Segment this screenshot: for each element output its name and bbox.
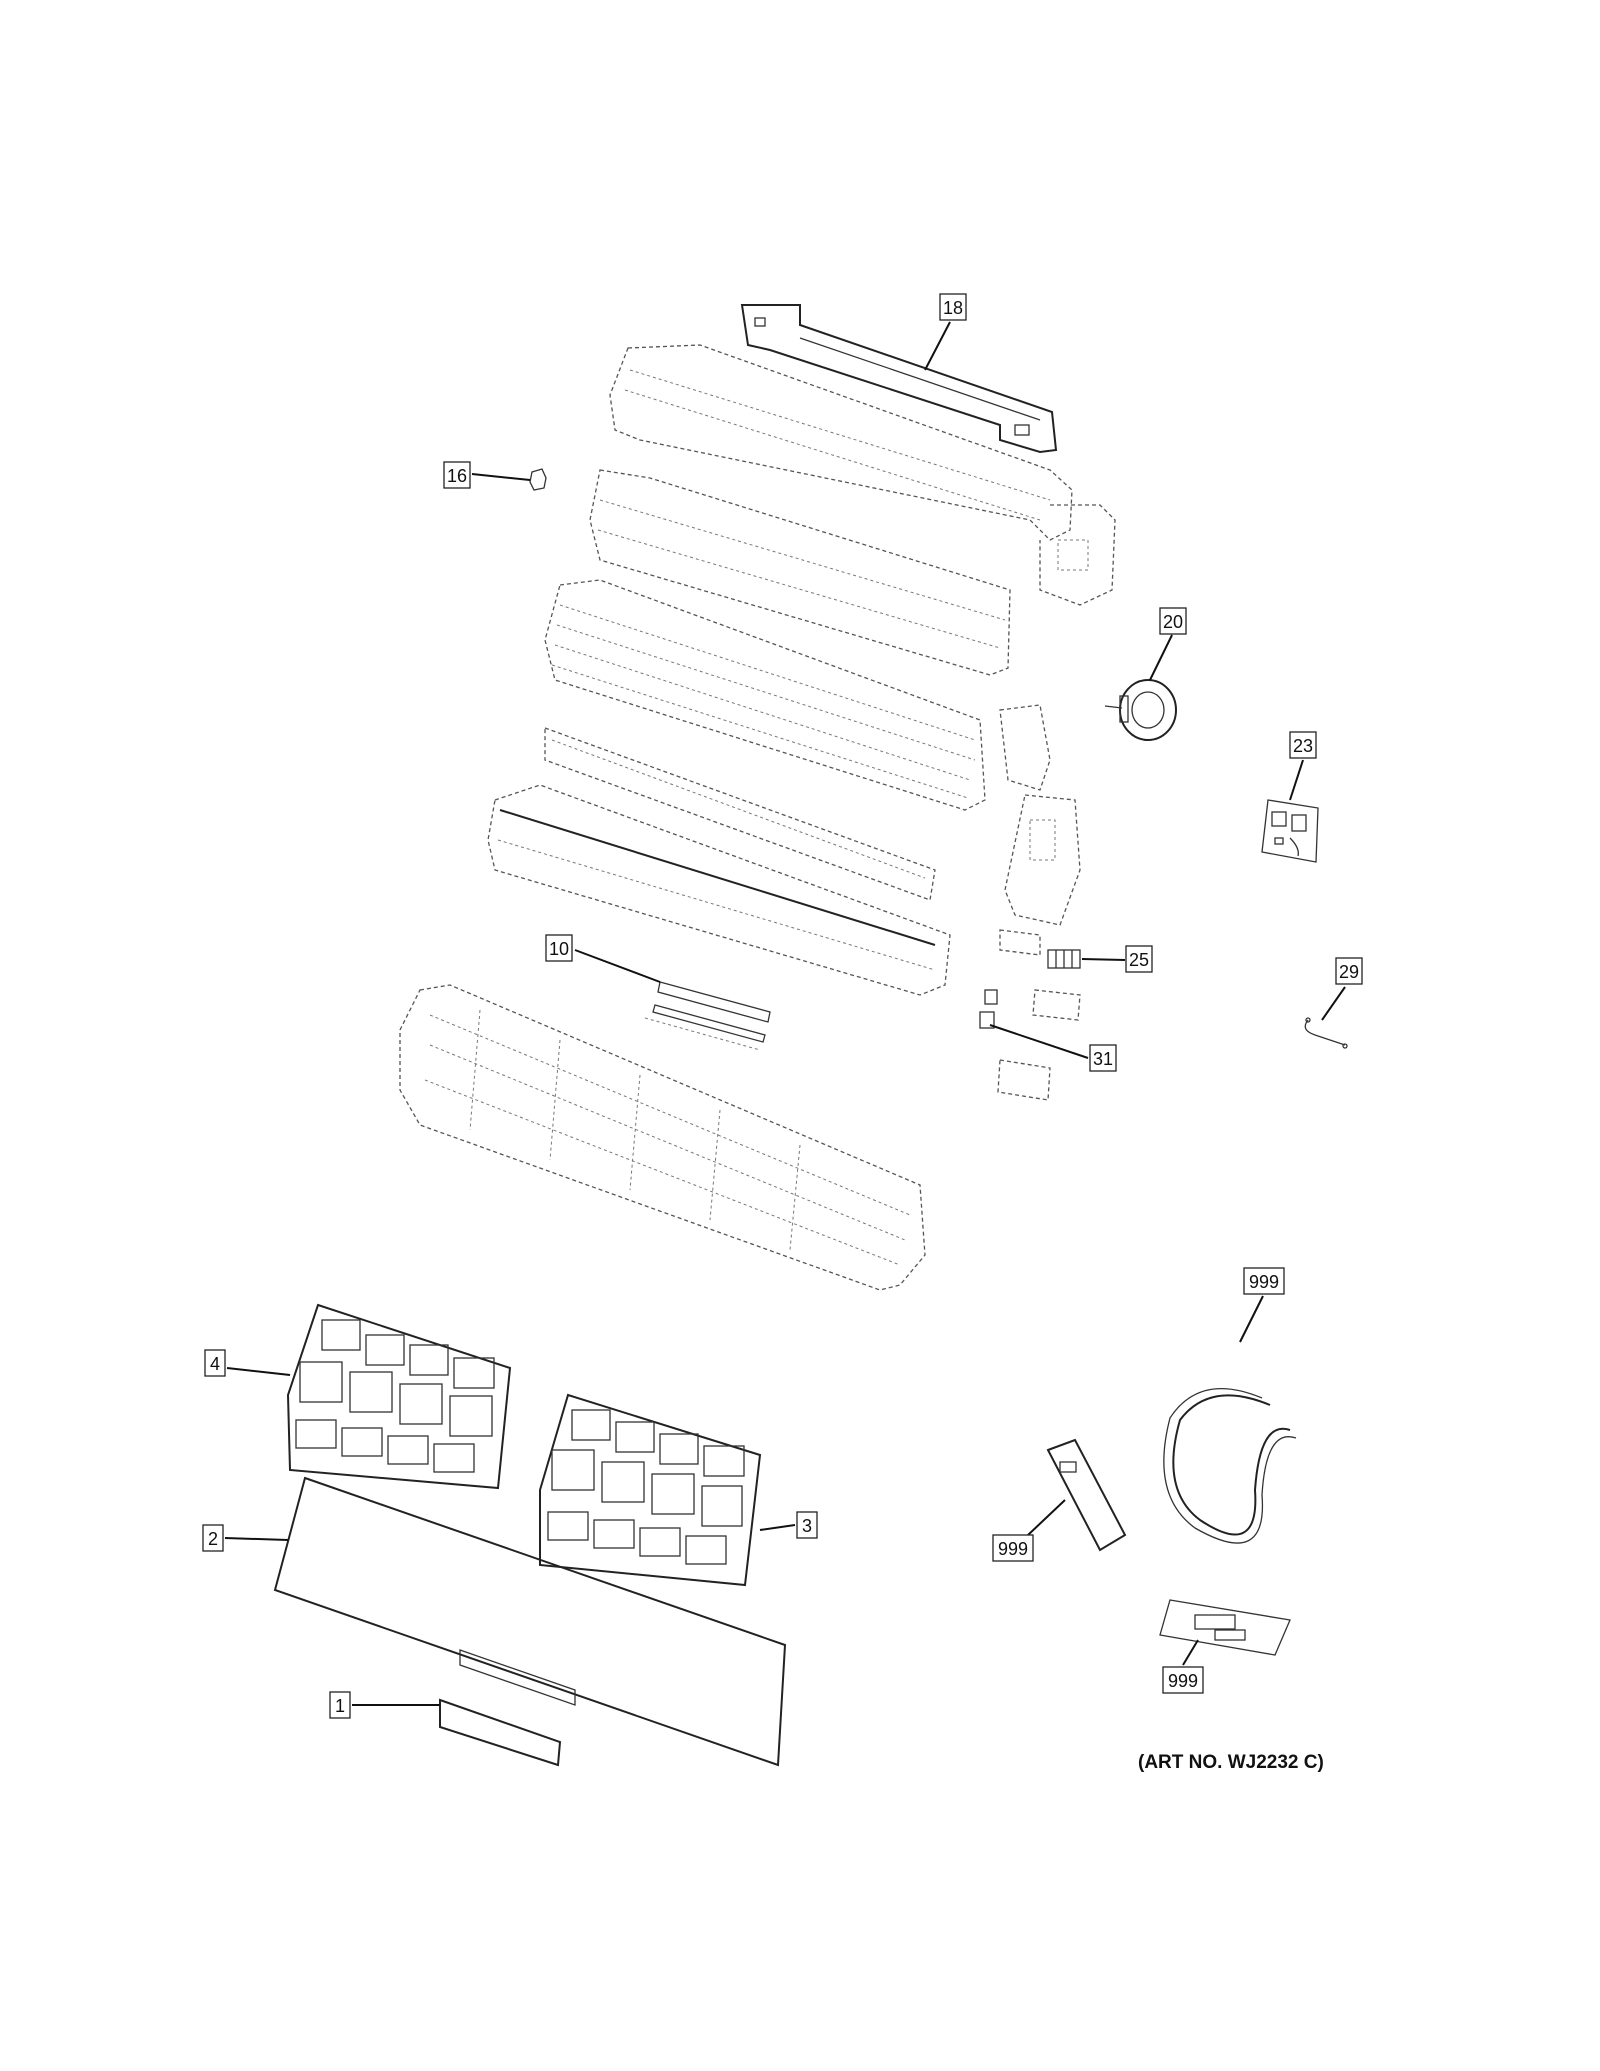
leader-31	[989, 1024, 1089, 1059]
part-louver-assembly	[487, 784, 951, 996]
svg-text:18: 18	[943, 298, 963, 318]
callout-999-manual: 999	[1162, 1666, 1204, 1694]
leader-999c	[1182, 1639, 1199, 1666]
part-manual-kit	[1159, 1599, 1291, 1656]
callout-3: 3	[796, 1511, 818, 1539]
svg-text:4: 4	[210, 1354, 220, 1374]
part-front-frame	[399, 984, 926, 1291]
part-side-bracket	[999, 704, 1081, 926]
callout-18: 18	[939, 293, 967, 321]
svg-text:20: 20	[1163, 612, 1183, 632]
leader-25	[1081, 958, 1126, 961]
part-mounting-plate	[740, 304, 1058, 454]
callout-2: 2	[202, 1524, 224, 1552]
callout-16: 16	[443, 461, 471, 489]
leader-3	[759, 1524, 796, 1531]
leader-999b	[1027, 1499, 1066, 1536]
callout-1: 1	[329, 1691, 351, 1719]
leader-20	[1149, 634, 1173, 681]
part-front-panel	[273, 1476, 787, 1767]
art-number-caption: (ART NO. WJ2232 C)	[1138, 1752, 1324, 1773]
part-drain-pan	[544, 727, 936, 901]
part-sensor-wire	[1304, 1017, 1348, 1049]
callout-29: 29	[1335, 957, 1363, 985]
svg-text:10: 10	[549, 939, 569, 959]
part-drain-hose	[1163, 1387, 1297, 1544]
part-display-board	[644, 981, 771, 1051]
svg-text:23: 23	[1293, 736, 1313, 756]
callout-20: 20	[1159, 607, 1187, 635]
part-small-boards	[997, 929, 1081, 1101]
leader-4	[226, 1367, 291, 1376]
leader-2	[224, 1537, 289, 1541]
part-fan-motor	[1104, 679, 1177, 741]
svg-text:999: 999	[1168, 1671, 1198, 1691]
svg-text:31: 31	[1093, 1049, 1113, 1069]
svg-text:3: 3	[802, 1516, 812, 1536]
callout-25: 25	[1125, 945, 1153, 973]
leader-10	[574, 949, 661, 983]
leader-lines	[224, 321, 1346, 1706]
svg-text:999: 999	[998, 1539, 1028, 1559]
svg-text:16: 16	[447, 466, 467, 486]
part-control-board	[1261, 799, 1319, 863]
part-16-clip	[529, 468, 547, 491]
leader-18	[924, 321, 951, 371]
part-31-switch	[979, 989, 998, 1029]
part-terminal-block	[1047, 949, 1081, 969]
svg-text:1: 1	[335, 1696, 345, 1716]
callout-999-remote: 999	[992, 1534, 1034, 1562]
part-air-filter-left	[286, 1303, 512, 1490]
leader-999a	[1239, 1295, 1264, 1343]
part-display-cover	[439, 1698, 562, 1767]
svg-text:29: 29	[1339, 962, 1359, 982]
leader-23	[1289, 759, 1304, 801]
svg-text:2: 2	[208, 1529, 218, 1549]
callout-23: 23	[1289, 731, 1317, 759]
leader-16	[471, 473, 531, 481]
part-air-filter-right	[539, 1393, 762, 1587]
part-evaporator-coil	[544, 579, 986, 811]
part-remote-control	[1046, 1438, 1127, 1552]
leader-29	[1321, 986, 1346, 1021]
part-blower-wheel	[589, 469, 1011, 676]
callout-10: 10	[545, 934, 573, 962]
svg-text:999: 999	[1249, 1272, 1279, 1292]
callout-31: 31	[1089, 1044, 1117, 1072]
part-rear-housing	[609, 344, 1116, 606]
callout-4: 4	[204, 1349, 226, 1377]
svg-text:25: 25	[1129, 950, 1149, 970]
callout-999-hose: 999	[1243, 1267, 1285, 1295]
